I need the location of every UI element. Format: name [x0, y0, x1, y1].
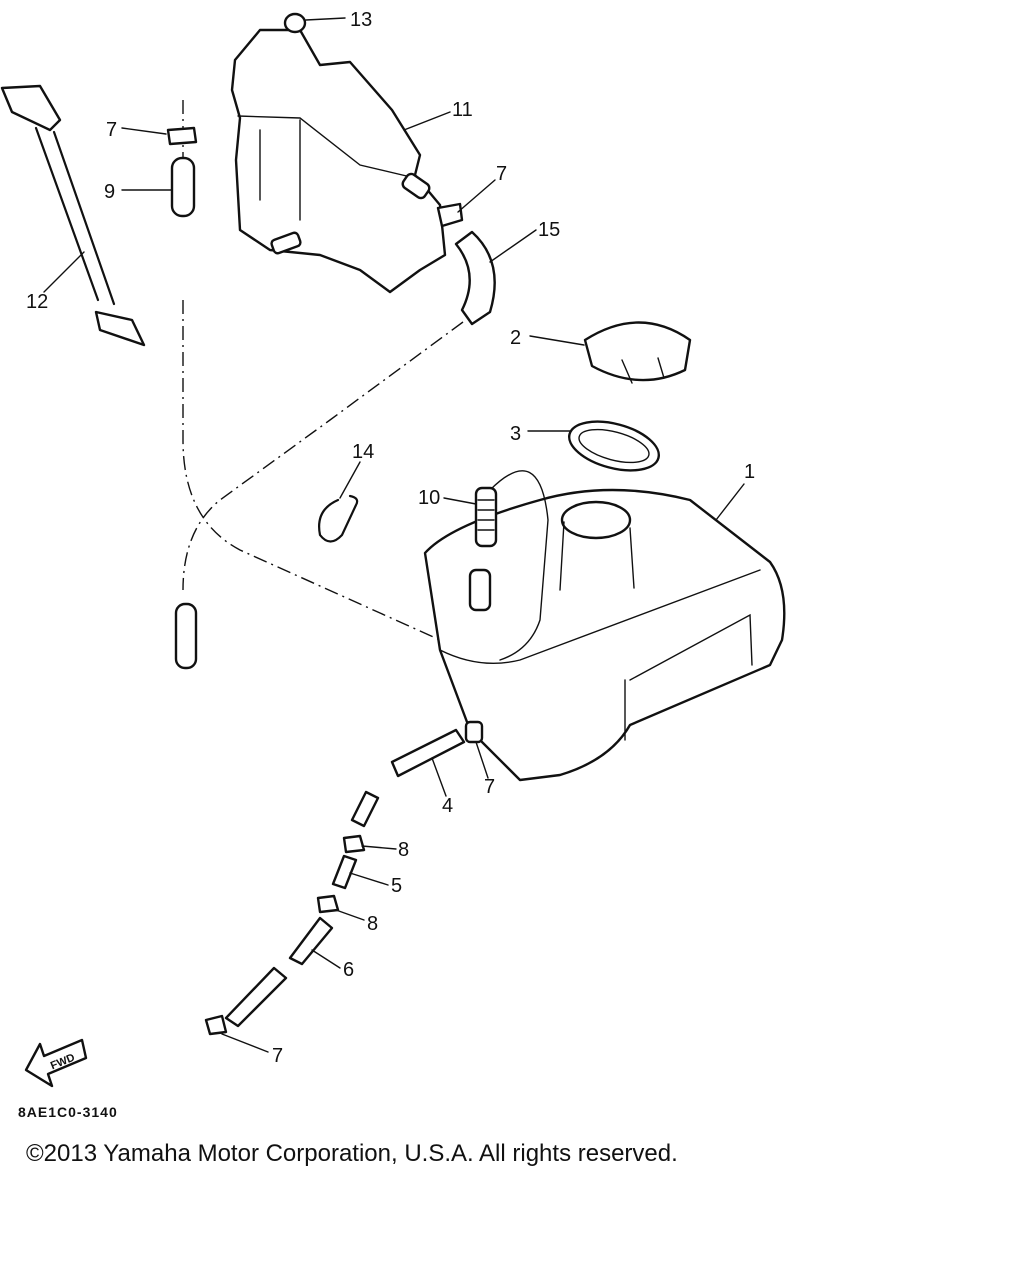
fuel-cap	[583, 321, 692, 384]
callout-12: 12	[26, 291, 48, 313]
callout-4: 4	[442, 795, 453, 817]
hose-clamp	[342, 834, 366, 854]
fuel-tank	[423, 470, 786, 782]
callout-7-upper-left: 7	[106, 119, 117, 141]
fuel-hose-segment	[350, 790, 380, 828]
breather-hose	[454, 230, 496, 326]
hose-clamp	[436, 202, 464, 228]
callout-5: 5	[391, 875, 402, 897]
callout-7-reservoir: 7	[496, 163, 507, 185]
hose-clamp	[464, 720, 484, 744]
hose-clamp	[166, 126, 198, 146]
routing-line-breather	[182, 321, 464, 591]
callout-8-upper: 8	[398, 839, 409, 861]
callout-11: 11	[452, 99, 473, 121]
hose-clamp	[204, 1014, 228, 1036]
callout-7-tank: 7	[484, 776, 495, 798]
callout-1: 1	[744, 461, 755, 483]
reservoir-tank	[230, 28, 447, 294]
fuel-hose-lower	[288, 916, 334, 966]
vent-fitting	[474, 486, 498, 548]
forward-arrow-icon: FWD	[24, 1038, 88, 1088]
fuel-hose-lower	[224, 966, 288, 1028]
callout-9: 9	[104, 181, 115, 203]
cap-gasket	[568, 420, 660, 472]
callout-13: 13	[350, 9, 372, 31]
fuel-filter	[331, 854, 358, 890]
overflow-hose-end	[174, 602, 198, 670]
callout-2: 2	[510, 327, 521, 349]
callout-7-lower: 7	[272, 1045, 283, 1067]
diagram-code: 8AE1C0-3140	[18, 1104, 118, 1120]
overflow-hose-short	[170, 156, 196, 218]
hose-clip	[318, 494, 359, 543]
callout-6: 6	[343, 959, 354, 981]
callout-15: 15	[538, 219, 560, 241]
fuel-tank-exploded-diagram: 1 2 3 4 5 6 7 7 7 7 8 8 9 10 11 12 13 14…	[0, 9, 786, 1088]
tank-strap	[0, 84, 146, 347]
callout-14: 14	[352, 441, 374, 463]
hose-clamp	[316, 894, 340, 914]
callout-10: 10	[418, 487, 440, 509]
callout-3: 3	[510, 423, 521, 445]
copyright-notice: ©2013 Yamaha Motor Corporation, U.S.A. A…	[26, 1140, 678, 1167]
fuel-hose-upper	[390, 728, 466, 778]
leader-lines	[43, 17, 745, 1053]
callout-8-lower: 8	[367, 913, 378, 935]
reservoir-cap	[283, 12, 307, 34]
